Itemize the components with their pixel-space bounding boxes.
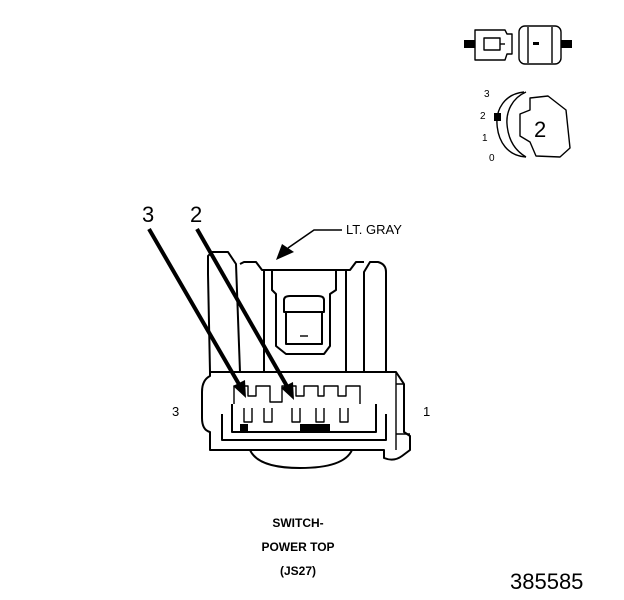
caption-line-3: (JS27) <box>280 564 316 578</box>
position-label-2: 2 <box>480 111 486 122</box>
connector-face <box>201 251 411 469</box>
caption-line-1: SWITCH- <box>272 516 323 530</box>
caption-line-2: POWER TOP <box>261 540 334 554</box>
position-label-3: 3 <box>484 89 490 100</box>
position-indicator-icon: 3 2 1 0 2 <box>480 89 571 164</box>
callout-terminal-3: 3 <box>142 202 154 227</box>
color-label: LT. GRAY <box>346 222 402 237</box>
callout-terminal-2: 2 <box>190 202 202 227</box>
color-leader-arrow <box>276 229 342 260</box>
callout-arrow-3 <box>147 227 246 398</box>
position-label-0: 0 <box>489 153 495 164</box>
connector-side-view-icon <box>464 25 572 65</box>
cavity-label-right: 1 <box>423 404 430 419</box>
figure-number: 385585 <box>510 569 583 594</box>
current-position-digit: 2 <box>534 117 546 142</box>
position-label-1: 1 <box>482 133 488 144</box>
cavity-label-left: 3 <box>172 404 179 419</box>
